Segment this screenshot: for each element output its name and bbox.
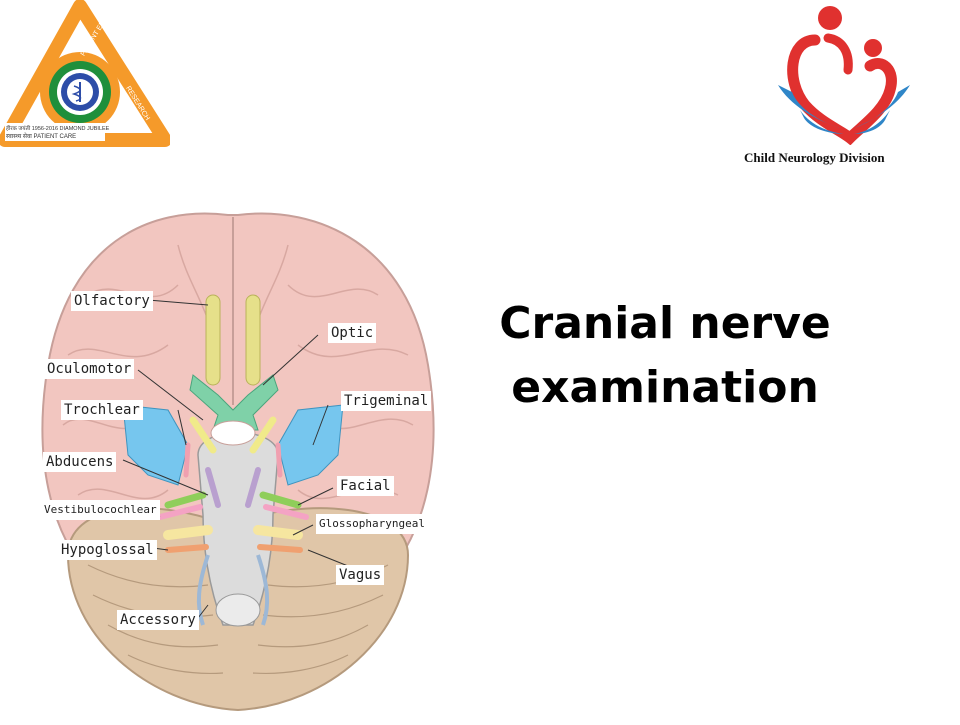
label-oculomotor: Oculomotor: [44, 359, 135, 379]
label-vestibulocochlear: Vestibulocochlear: [41, 500, 160, 520]
logo-ring-text-bottom-1: हीरक जयंती 1956-2016 DIAMOND JUBILEE: [6, 126, 110, 132]
label-trigeminal: Trigeminal: [341, 391, 432, 411]
label-hypoglossal: Hypoglossal: [58, 540, 157, 560]
cranial-nerves-diagram: Olfactory Optic Oculomotor Trochlear Tri…: [28, 205, 448, 720]
label-optic: Optic: [328, 323, 377, 343]
label-accessory: Accessory: [117, 610, 199, 630]
child-neurology-logo: [770, 0, 920, 146]
title-line-2: examination: [511, 362, 819, 413]
label-vagus: Vagus: [336, 565, 385, 585]
label-trochlear: Trochlear: [61, 400, 143, 420]
label-abducens: Abducens: [43, 452, 117, 472]
label-facial: Facial: [337, 476, 394, 496]
logo-ring-text-bottom-2: स्वास्थ्य सेवा PATIENT CARE: [6, 134, 77, 140]
logo-caption: Child Neurology Division: [744, 150, 885, 165]
label-glossopharyngeal: Glossopharyngeal: [316, 514, 428, 534]
slide-title: Cranial nerve examination: [470, 292, 860, 420]
aiims-diamond-jubilee-logo: PATIENT EDUCATION RESEARCH हीरक जयंती 19…: [0, 0, 172, 150]
label-olfactory: Olfactory: [71, 291, 153, 311]
title-line-1: Cranial nerve: [499, 298, 831, 349]
